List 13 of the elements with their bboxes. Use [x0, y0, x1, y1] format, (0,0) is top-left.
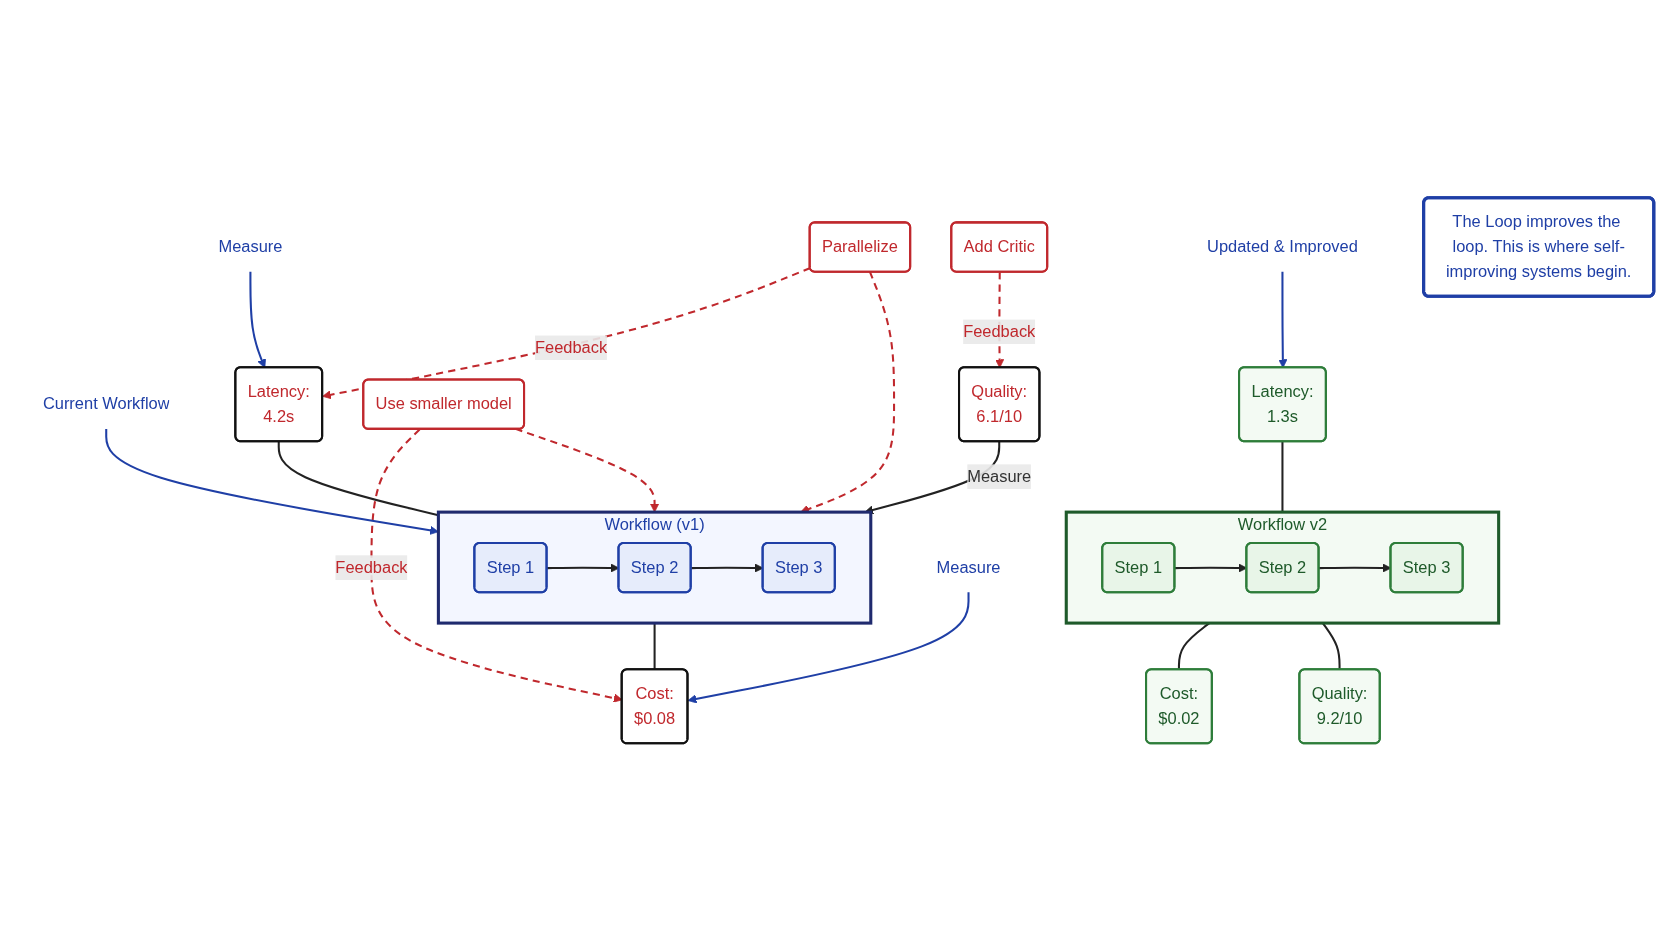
edge-label: Feedback — [963, 322, 1036, 340]
edge-label: Feedback — [534, 338, 608, 356]
node-text: Updated & Improved — [1207, 237, 1358, 256]
edge-label: Feedback — [335, 558, 408, 576]
node-text: Measure — [218, 237, 283, 256]
connector — [1281, 441, 1284, 513]
node-text: Measure — [936, 558, 1001, 576]
arrow — [322, 267, 811, 400]
edge-label: Measure — [967, 467, 1032, 485]
arrow — [687, 592, 970, 704]
node-text: Current Workflow — [42, 394, 170, 413]
connector — [653, 623, 656, 670]
arrow — [515, 427, 660, 513]
